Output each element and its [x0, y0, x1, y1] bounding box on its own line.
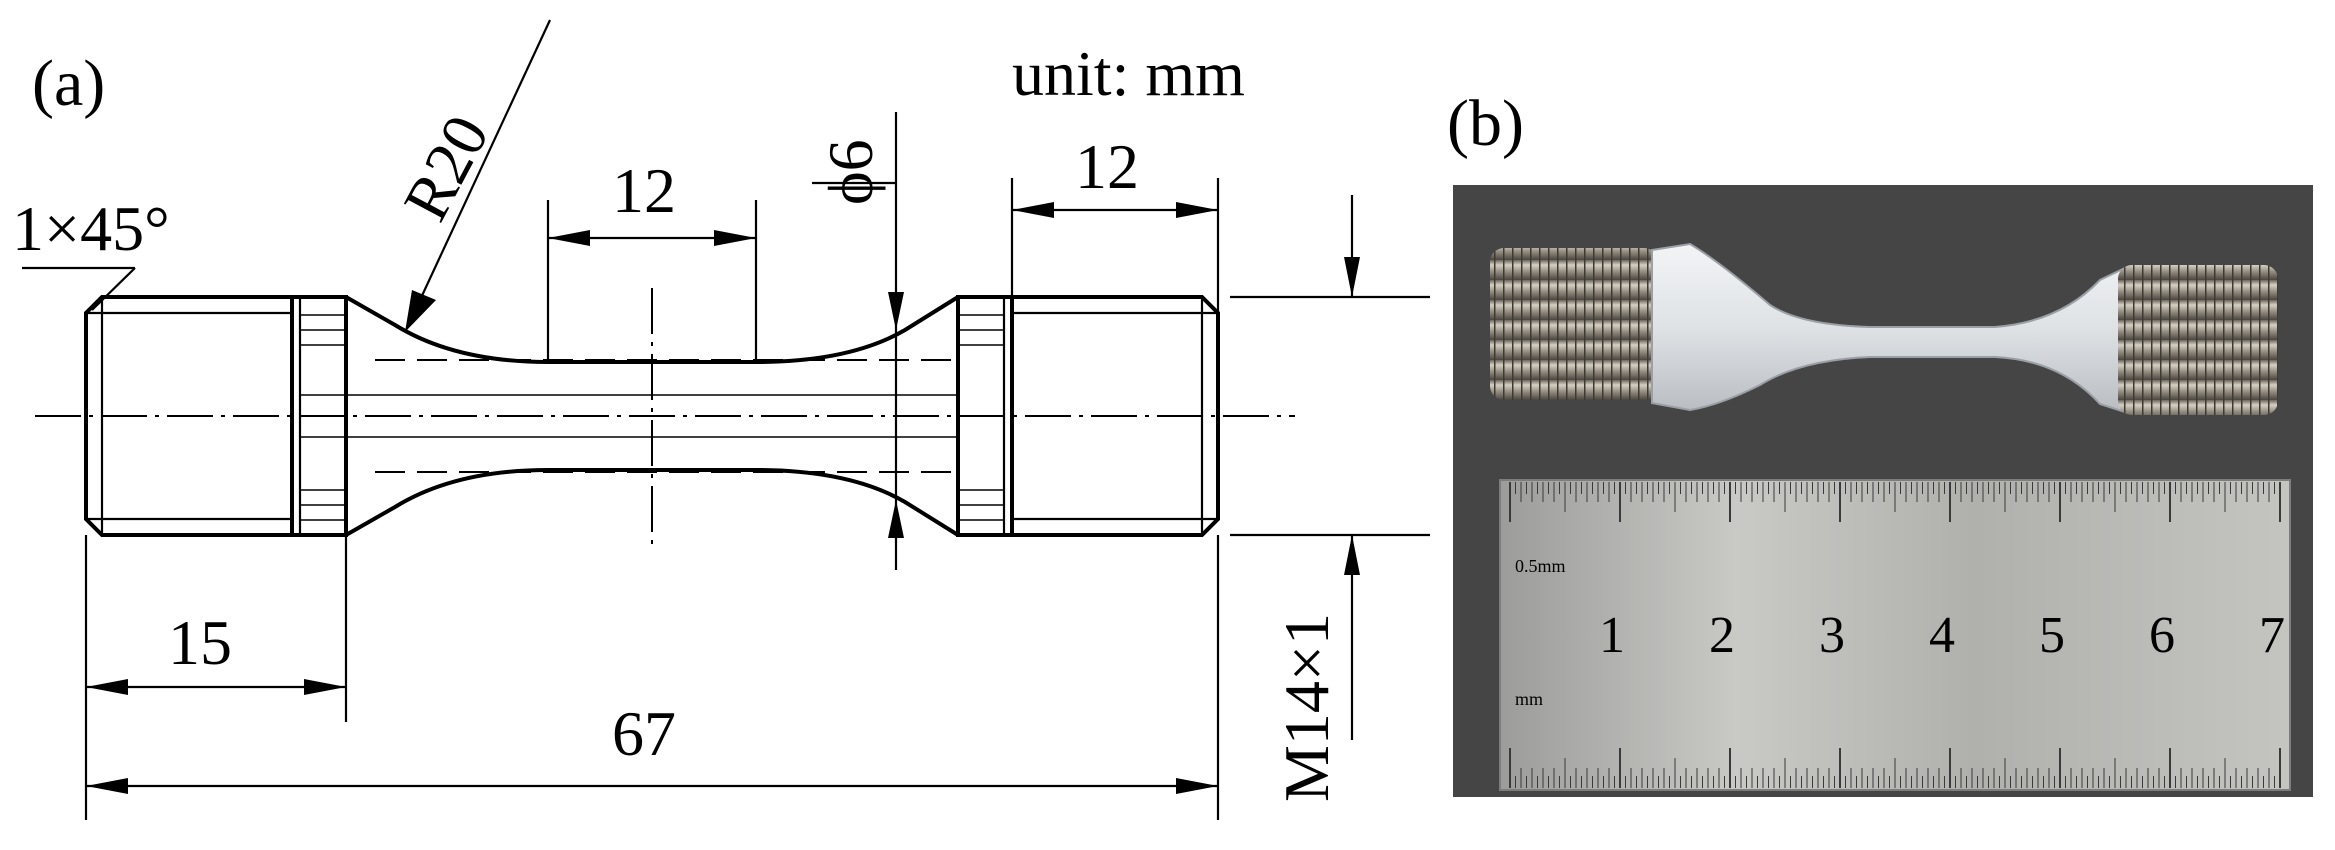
ruler-numbers: 1 2 3 4 5 6 7: [1599, 607, 2285, 664]
ruler-number: 6: [2149, 607, 2175, 664]
diameter-label: ϕ6: [815, 139, 886, 205]
thread-spec-label: M14×1: [1271, 613, 1342, 802]
ruler-number: 4: [1929, 607, 1955, 664]
thread-length-label: 12: [1075, 131, 1139, 202]
gauge-length-label: 12: [612, 155, 676, 226]
ruler-number: 3: [1819, 607, 1845, 664]
radius-label: R20: [390, 104, 503, 232]
radius-callout: R20: [390, 19, 551, 332]
drawing-panel: (a) unit: mm: [12, 19, 1430, 820]
groove-hatching: [300, 314, 1004, 521]
thread-length-dimension: 12: [1010, 131, 1220, 313]
chamfer-label: 1×45°: [12, 193, 170, 264]
ruler-number: 7: [2259, 607, 2285, 664]
grip-length-dimension: 15: [84, 535, 348, 820]
total-length-dimension: 67: [86, 535, 1220, 820]
ruler-scale-note: 0.5mm: [1515, 556, 1566, 576]
steel-ruler: 0.5mm mm 1 2 3 4 5 6 7: [1499, 479, 2291, 791]
diameter-dimension: ϕ6: [812, 112, 904, 570]
thread-spec-dimension: M14×1: [1230, 195, 1430, 802]
grip-length-label: 15: [168, 607, 232, 678]
photo-panel: (b) 0.5mm mm 1 2 3 4 5 6 7: [1447, 87, 2313, 797]
panel-a-label: (a): [32, 47, 105, 120]
total-length-label: 67: [612, 698, 676, 769]
specimen-photo: [1490, 242, 2278, 415]
ruler-number: 1: [1599, 607, 1625, 664]
chamfer-callout: 1×45°: [12, 193, 170, 311]
ruler-tick-marks: [1509, 482, 2281, 788]
panel-b-label: (b): [1447, 87, 1524, 160]
ruler-unit-mark: mm: [1515, 689, 1543, 709]
ruler-number: 5: [2039, 607, 2065, 664]
left-thread: [1490, 248, 1658, 400]
gauge-length-dimension: 12: [546, 155, 758, 362]
right-thread: [2118, 265, 2278, 415]
ruler-number: 2: [1709, 607, 1735, 664]
unit-note: unit: mm: [1012, 38, 1245, 109]
